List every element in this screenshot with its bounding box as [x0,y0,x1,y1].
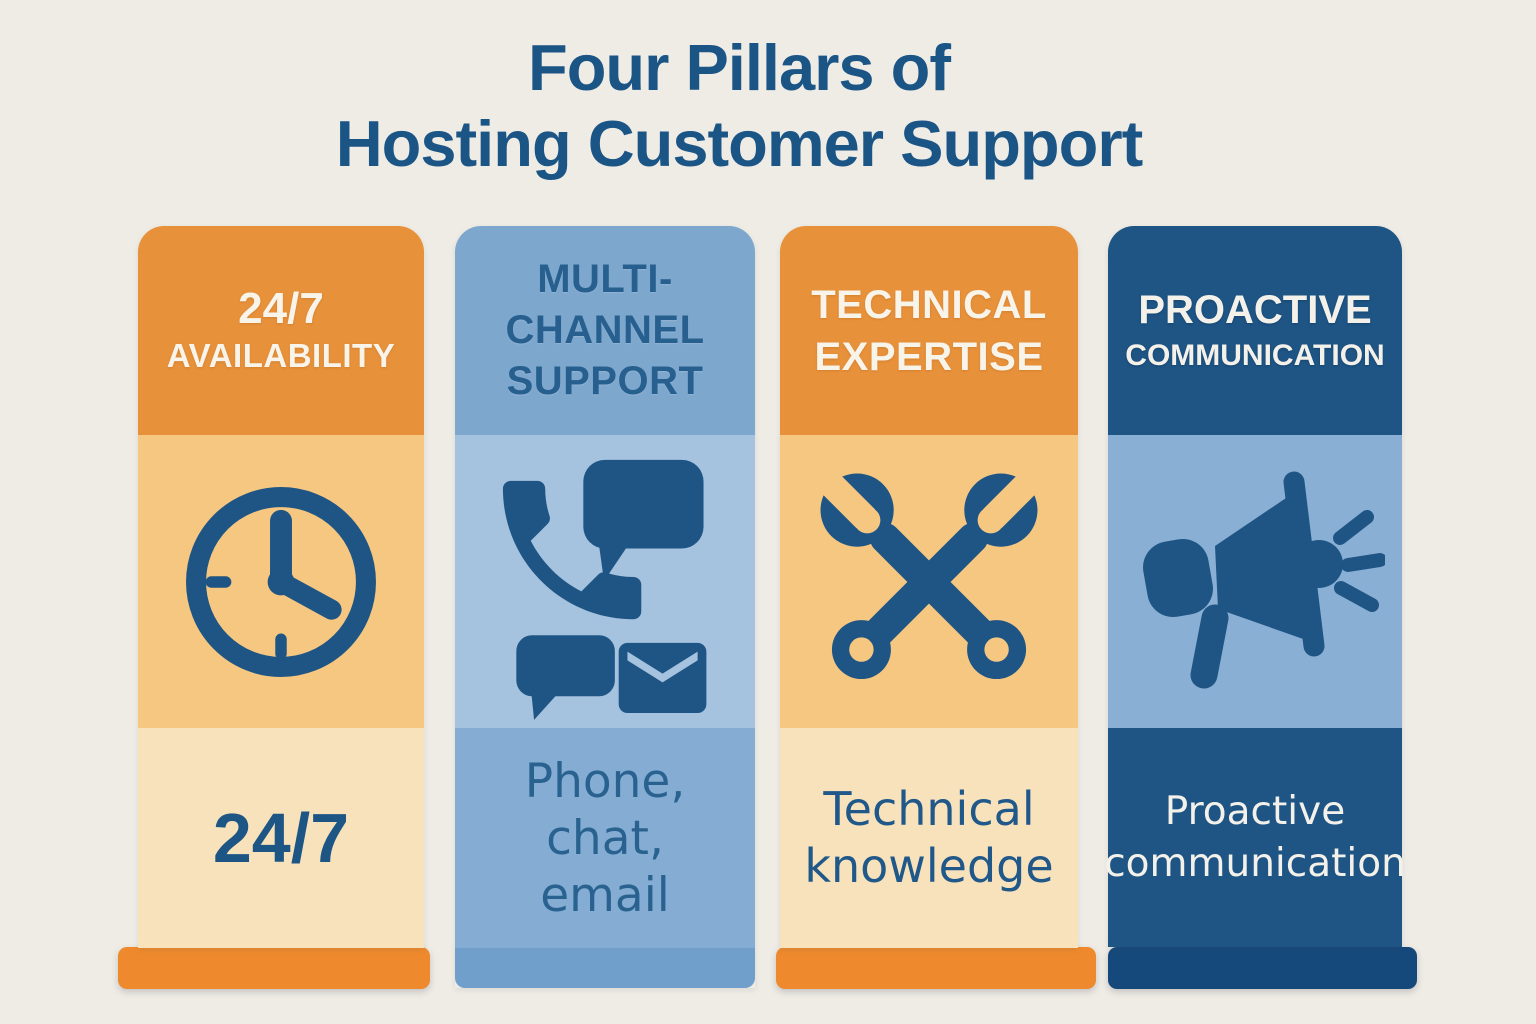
header-line: COMMUNICATION [1125,338,1385,372]
pillar-proactive-caption: Proactive communication [1104,728,1406,947]
header-line: TECHNICAL [811,282,1047,327]
page-title-line2: Hosting Customer Support [335,107,1144,181]
caption-line: Technical [823,782,1035,836]
clock-icon-svg [186,486,376,677]
pillar-multi-channel-base-strip [455,948,755,988]
pillar-availability-header: 24/7 AVAILABILITY [138,226,424,435]
phone-chat-email-icon-svg [502,459,707,720]
pillar-availability-base-bar [118,947,430,989]
email-icon [618,642,707,713]
chat-bubble-small-icon [516,634,615,720]
page-title: Four Pillars of Hosting Customer Support [0,30,1478,182]
header-line: SUPPORT [506,359,704,403]
chat-bubble-large-icon [583,459,704,581]
pillar-availability: 24/7 AVAILABILITY 24/7 [138,226,424,948]
crossed-wrenches-icon [780,435,1078,728]
header-line: 24/7 [238,283,324,333]
header-line: EXPERTISE [814,334,1044,379]
clock-icon [138,435,424,728]
pillar-proactive-base-bar [1108,947,1417,989]
pillar-proactive-header: PROACTIVE COMMUNICATION [1108,226,1402,435]
phone-icon [502,480,642,619]
header-line: MULTI- [537,257,673,301]
megaphone-icon [1108,435,1402,728]
caption-line: Proactive [1164,788,1346,834]
pillar-proactive: PROACTIVE COMMUNICATION Proactive commun… [1104,226,1406,947]
pillar-technical-caption: Technical knowledge [780,728,1078,948]
header-line: CHANNEL [505,308,705,352]
caption-line: chat, [546,810,664,866]
caption-line: communication [1104,840,1406,886]
caption-line: email [540,867,670,923]
caption-line: 24/7 [212,799,350,877]
pillar-multi-channel-caption: Phone, chat, email [455,728,755,948]
megaphone-icon-svg [1143,471,1385,688]
pillar-technical-base-bar [776,947,1096,989]
wrench-icon [831,465,1045,679]
page-title-line1: Four Pillars of [527,31,951,104]
pillar-availability-caption: 24/7 [138,728,424,948]
caption-line: Phone, [524,753,686,809]
pillar-multi-channel: MULTI- CHANNEL SUPPORT [455,226,755,988]
pillar-multi-channel-header: MULTI- CHANNEL SUPPORT [455,226,755,435]
pillar-technical-header: TECHNICAL EXPERTISE [780,226,1078,435]
crossed-wrenches-icon-svg [813,465,1045,679]
caption-line: knowledge [804,839,1054,893]
header-line: PROACTIVE [1138,287,1372,332]
pillar-technical: TECHNICAL EXPERTISE [780,226,1078,948]
phone-chat-email-icon [455,435,755,728]
header-line: AVAILABILITY [166,336,396,374]
